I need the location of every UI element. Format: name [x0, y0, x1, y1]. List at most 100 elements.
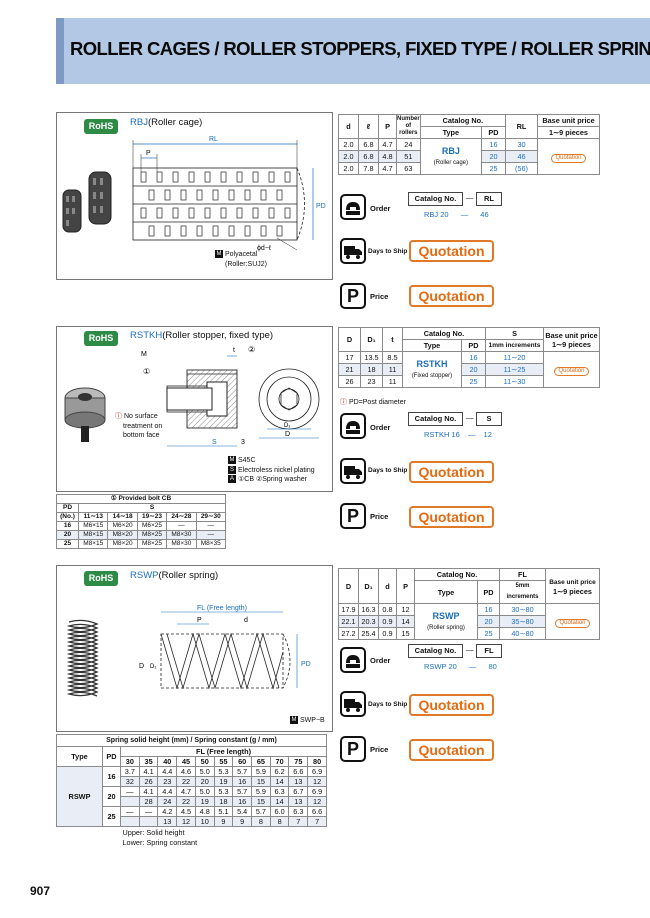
- solid-height-cell: 4.4: [157, 786, 178, 797]
- spring-constant-cell: 22: [176, 776, 196, 787]
- rstkh-price-label: Price: [370, 512, 389, 521]
- spring-constant-cell: 32: [120, 776, 140, 787]
- svg-text:D: D: [285, 431, 290, 438]
- spring-pd-cell: 25: [102, 806, 121, 827]
- solid-height-cell: 4.1: [138, 766, 159, 777]
- rswp-order-fl-box: FL: [476, 644, 502, 658]
- svg-text:②: ②: [248, 345, 255, 354]
- rswp-days-label: Days to Ship: [368, 701, 408, 708]
- rswp-price-quotation[interactable]: Quotation: [409, 739, 494, 761]
- spring-constant-cell: 28: [138, 796, 159, 807]
- solid-height-cell: 6.0: [269, 806, 290, 817]
- rswp-days-quotation[interactable]: Quotation: [409, 694, 494, 716]
- fl-column-header: 60: [232, 756, 253, 767]
- fl-column-header: 70: [269, 756, 290, 767]
- solid-height-cell: 5.4: [232, 806, 253, 817]
- svg-text:M: M: [141, 351, 147, 358]
- spring-constant-cell: [138, 816, 159, 827]
- spring-constant-cell: 18: [213, 796, 234, 807]
- rstkh-price-quotation[interactable]: Quotation: [409, 506, 494, 528]
- truck-icon: [340, 691, 366, 717]
- svg-text:D₁: D₁: [284, 423, 290, 429]
- spring-constant-cell: 15: [251, 796, 271, 807]
- solid-height-cell: 5.9: [251, 786, 271, 797]
- rbj-days-label: Days to Ship: [368, 248, 408, 255]
- spring-constant-cell: 12: [307, 796, 327, 807]
- spring-constant-cell: 10: [194, 816, 215, 827]
- solid-height-cell: 5.1: [213, 806, 234, 817]
- truck-icon: [340, 238, 366, 264]
- rbj-price-label: Price: [370, 292, 389, 301]
- rbj-product-name: RBJ(Roller cage): [130, 117, 203, 128]
- rswp-order-label: Order: [370, 656, 391, 665]
- rswp-drawing: FL (Free length) P d D D₁ PD: [66, 605, 311, 697]
- spring-constant-cell: [120, 816, 140, 827]
- rswp-product-photo: [66, 619, 99, 697]
- rbj-drawing: RL P PD ϕd−ℓ: [62, 136, 326, 252]
- spring-constant-cell: [120, 796, 140, 807]
- spring-constant-cell: 19: [194, 796, 215, 807]
- order-phone-icon: [340, 647, 366, 673]
- solid-height-cell: 5.0: [194, 786, 215, 797]
- rbj-price-quotation[interactable]: Quotation: [409, 285, 494, 307]
- svg-text:D₁: D₁: [150, 664, 156, 670]
- solid-height-cell: —: [138, 806, 159, 817]
- rstkh-product-name: RSTKH(Roller stopper, fixed type): [130, 330, 274, 341]
- rswp-order-example: RSWP 20 — 80: [424, 662, 497, 671]
- solid-height-cell: 4.5: [176, 806, 196, 817]
- fl-column-header: 35: [138, 756, 159, 767]
- rstkh-order-example: RSTKH 16 — 12: [424, 430, 492, 439]
- fl-column-header: 40: [157, 756, 178, 767]
- fl-column-header: 65: [251, 756, 271, 767]
- solid-height-cell: 5.3: [213, 766, 234, 777]
- rbj-order-rl-box: RL: [476, 192, 502, 206]
- spring-constant-cell: 19: [213, 776, 234, 787]
- rstkh-days-quotation[interactable]: Quotation: [409, 461, 494, 483]
- spring-constant-cell: 13: [157, 816, 178, 827]
- solid-height-cell: 6.6: [307, 806, 327, 817]
- solid-height-cell: 6.2: [269, 766, 290, 777]
- solid-height-cell: 4.2: [157, 806, 178, 817]
- price-p-icon: P: [340, 503, 366, 529]
- solid-height-cell: 5.9: [251, 766, 271, 777]
- rbj-product-photo: [62, 171, 112, 233]
- solid-height-cell: 4.8: [194, 806, 215, 817]
- spring-constant-cell: 7: [307, 816, 327, 827]
- spring-constant-cell: 15: [251, 776, 271, 787]
- spring-constant-cell: 13: [288, 776, 309, 787]
- fl-column-header: 50: [194, 756, 215, 767]
- solid-height-cell: 6.9: [307, 766, 327, 777]
- svg-text:P: P: [197, 617, 202, 624]
- price-p-icon: P: [340, 736, 366, 762]
- solid-height-cell: 6.7: [288, 786, 309, 797]
- rstkh-order-catalog-box: Catalog No.: [408, 412, 463, 426]
- svg-text:①: ①: [143, 367, 150, 376]
- solid-height-cell: 5.7: [232, 766, 253, 777]
- spring-constant-cell: 12: [307, 776, 327, 787]
- svg-text:P: P: [146, 150, 151, 157]
- svg-text:d: d: [244, 617, 248, 624]
- rstkh-order-s-box: S: [476, 412, 502, 426]
- spring-constant-cell: 22: [176, 796, 196, 807]
- rbj-days-quotation[interactable]: Quotation: [409, 240, 494, 262]
- rstkh-product-photo: [64, 387, 106, 442]
- spring-constant-cell: 12: [176, 816, 196, 827]
- svg-text:RL: RL: [209, 136, 218, 143]
- rswp-spring-table: Spring solid height (mm) / Spring consta…: [56, 734, 327, 849]
